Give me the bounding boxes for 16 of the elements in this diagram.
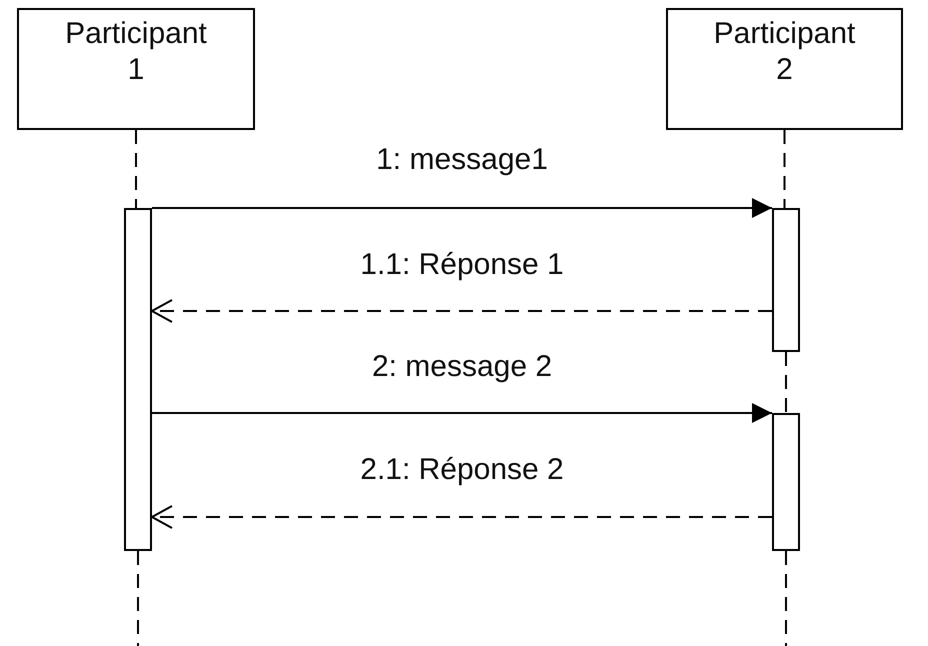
activation-bar [772,413,800,551]
participant-box [666,8,903,130]
message-arrow [151,299,772,323]
lifeline [137,551,139,646]
message-arrow [152,198,772,218]
activation-bar [124,208,152,551]
lifeline [135,130,137,208]
participant-box [17,8,255,130]
lifeline [785,551,787,646]
activation-bar [772,208,800,352]
participant-name: Participant 2 [712,16,856,88]
message-arrow [152,403,772,423]
lifeline [785,352,787,413]
lifeline [784,130,786,208]
participant-name: Participant 1 [64,16,208,88]
message-arrow [151,505,772,529]
